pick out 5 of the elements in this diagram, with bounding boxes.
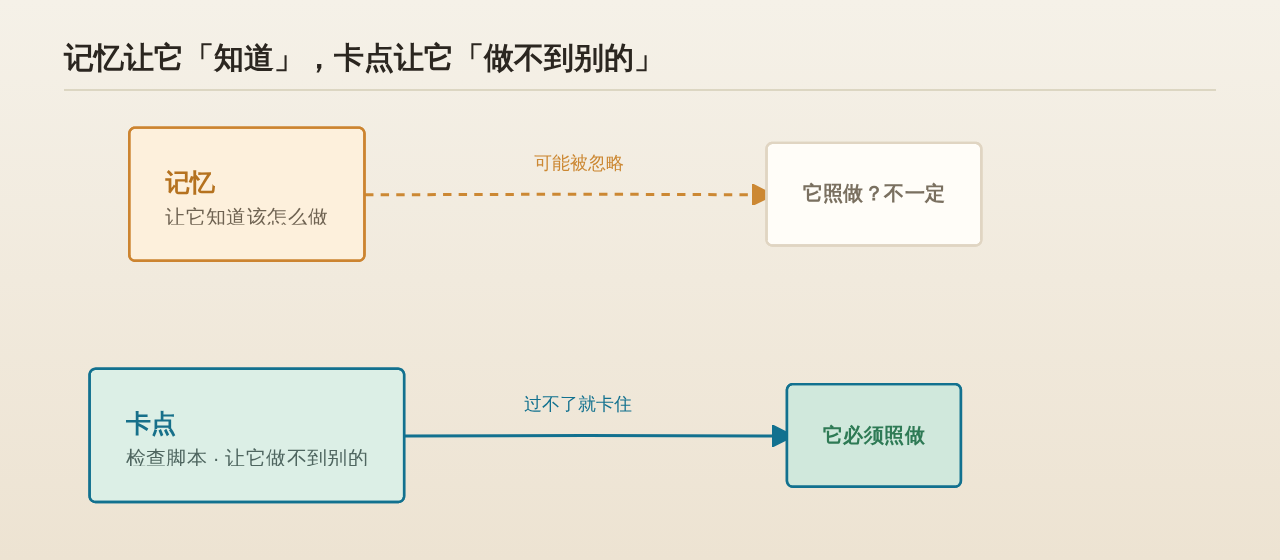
process-box: 它照做？不一定	[765, 141, 983, 247]
edge-label: 可能被忽略	[534, 151, 625, 175]
process-box: 它必须照做	[785, 382, 963, 488]
title: 记忆让它「知道」，卡点让它「做不到别的」	[64, 40, 664, 76]
edge-label: 过不了就卡住	[524, 392, 633, 417]
